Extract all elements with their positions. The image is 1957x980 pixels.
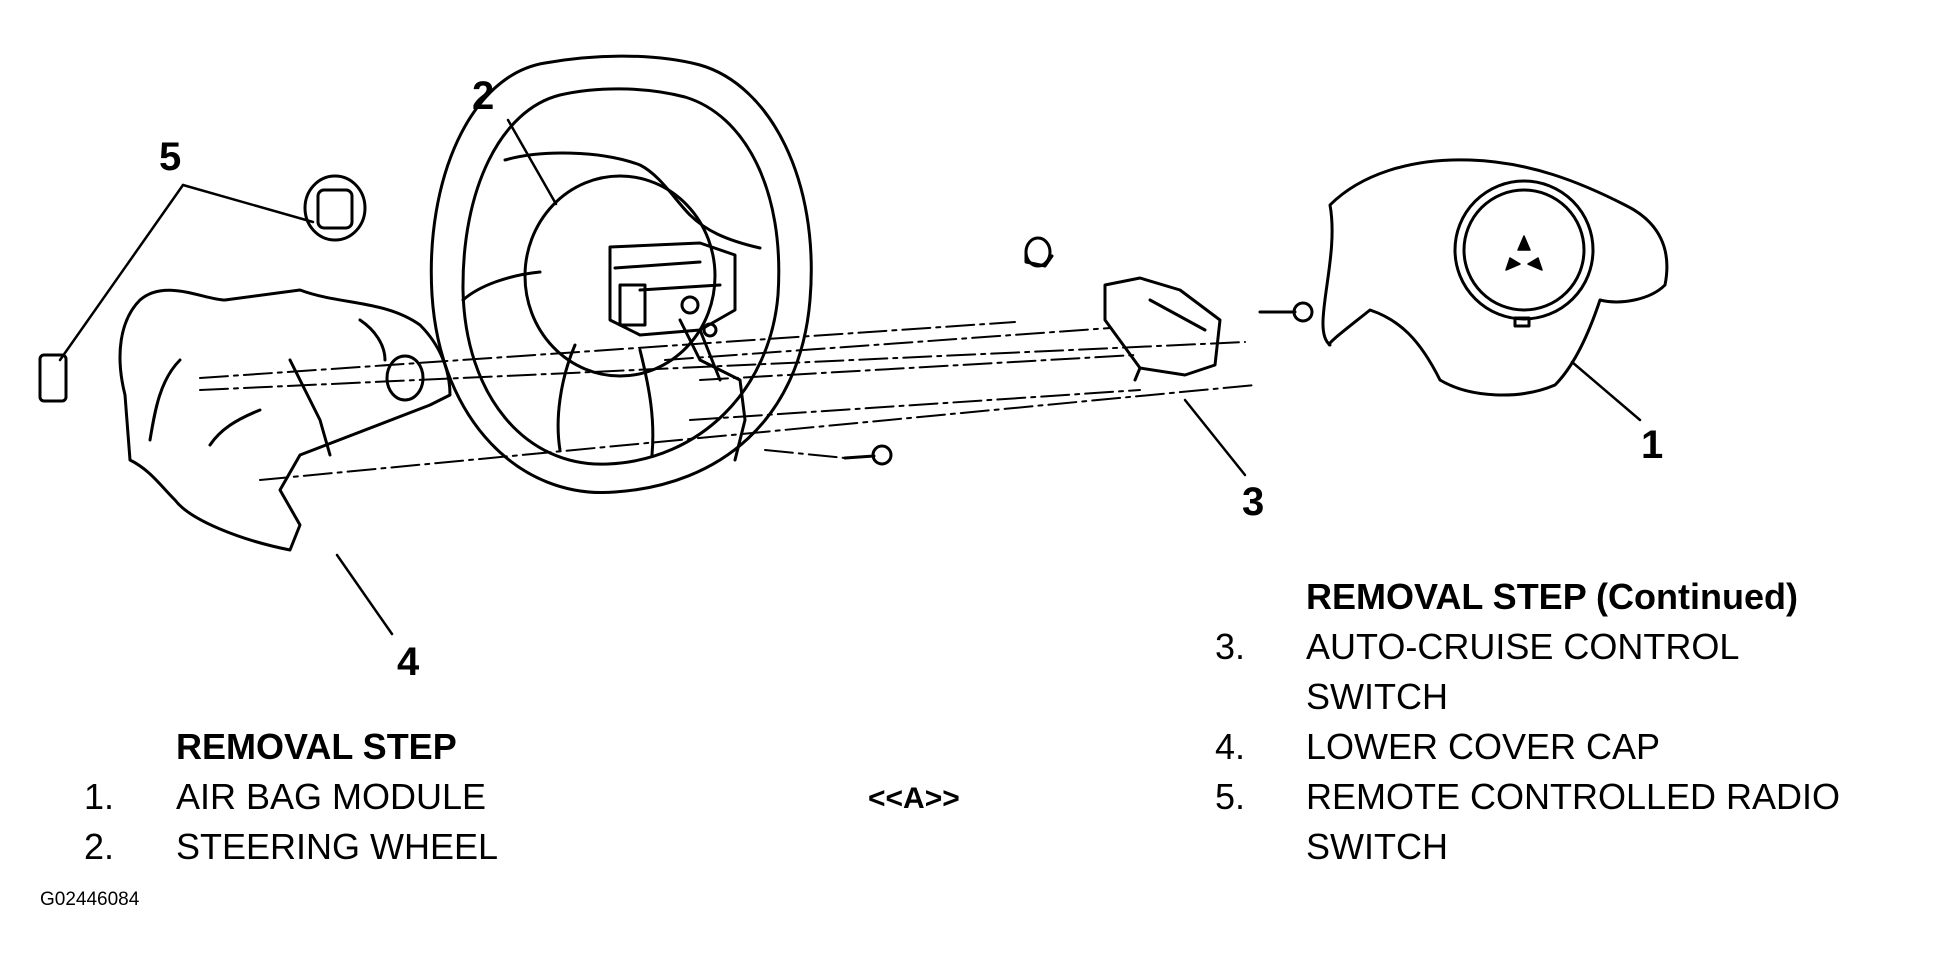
step-text-radio-switch-line2: SWITCH [1306, 826, 1448, 867]
step-text-auto-cruise-line1: AUTO-CRUISE CONTROL [1306, 626, 1740, 667]
air-bag-module [1321, 158, 1669, 397]
callout-1: 1 [1641, 423, 1664, 467]
figure-id: G02446084 [40, 889, 140, 910]
callout-3: 3 [1242, 480, 1265, 524]
step-number-2: 2. [84, 826, 115, 867]
callout-4: 4 [397, 640, 420, 684]
steering-wheel [429, 54, 813, 495]
hub-nut [1024, 236, 1054, 268]
step-text-steering-wheel: STEERING WHEEL [176, 826, 499, 867]
steering-hub [608, 241, 747, 462]
cruise-switch [1103, 276, 1222, 382]
step-number-5: 5. [1215, 776, 1246, 817]
screw-center [843, 444, 893, 466]
step-text-auto-cruise-line2: SWITCH [1306, 676, 1448, 717]
screw-right [1258, 301, 1314, 323]
removal-step-heading: REMOVAL STEP [176, 726, 457, 767]
step-number-1: 1. [84, 776, 115, 817]
lower-cover-cap [38, 353, 68, 403]
procedure-marker: <<A>> [868, 782, 960, 815]
step-text-air-bag-module: AIR BAG MODULE [176, 776, 487, 817]
step-number-3: 3. [1215, 626, 1246, 667]
radio-switch [303, 174, 367, 242]
leader-lines [58, 118, 1642, 636]
step-text-radio-switch-line1: REMOTE CONTROLLED RADIO [1306, 776, 1841, 817]
callout-2: 2 [472, 74, 495, 118]
removal-step-continued-heading: REMOVAL STEP (Continued) [1306, 576, 1798, 617]
assembly-lines [199, 321, 1256, 481]
lower-cover [118, 288, 452, 552]
step-number-4: 4. [1215, 726, 1246, 767]
step-text-lower-cover-cap: LOWER COVER CAP [1306, 726, 1661, 767]
callout-5: 5 [159, 135, 182, 179]
